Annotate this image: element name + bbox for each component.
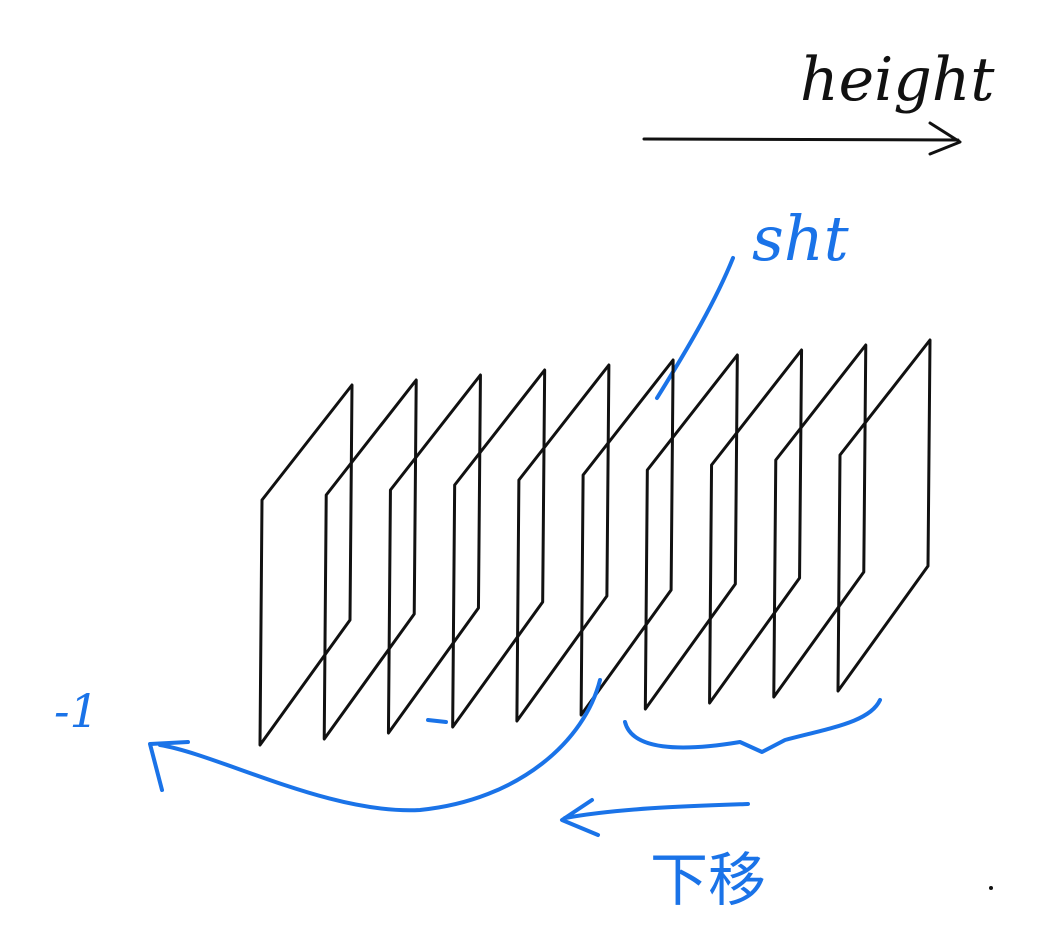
sheet-6 (579, 358, 675, 717)
height-label: height (800, 45, 995, 115)
sht-label: sht (752, 202, 849, 275)
sheet-8 (708, 348, 804, 705)
stray-dot (989, 886, 993, 890)
sht-pointer-line (655, 256, 735, 400)
sheet-stack (258, 338, 932, 747)
move-down-label: 下移 (650, 846, 766, 914)
sheet-2 (322, 378, 418, 741)
sheet-7 (643, 353, 739, 711)
curved-arrow-to-minus-one (148, 678, 602, 813)
stack-bracket (623, 698, 882, 754)
sheet-4 (451, 368, 547, 729)
sheet-9 (772, 343, 868, 699)
move-down-arrow (560, 798, 750, 837)
sheet-5 (515, 363, 611, 723)
sheet-1 (258, 383, 354, 747)
stack-marker (426, 718, 448, 724)
height-arrow (642, 121, 962, 156)
minus-one-label: -1 (54, 684, 99, 738)
sheet-10 (836, 338, 932, 693)
sheet-3 (386, 373, 482, 735)
